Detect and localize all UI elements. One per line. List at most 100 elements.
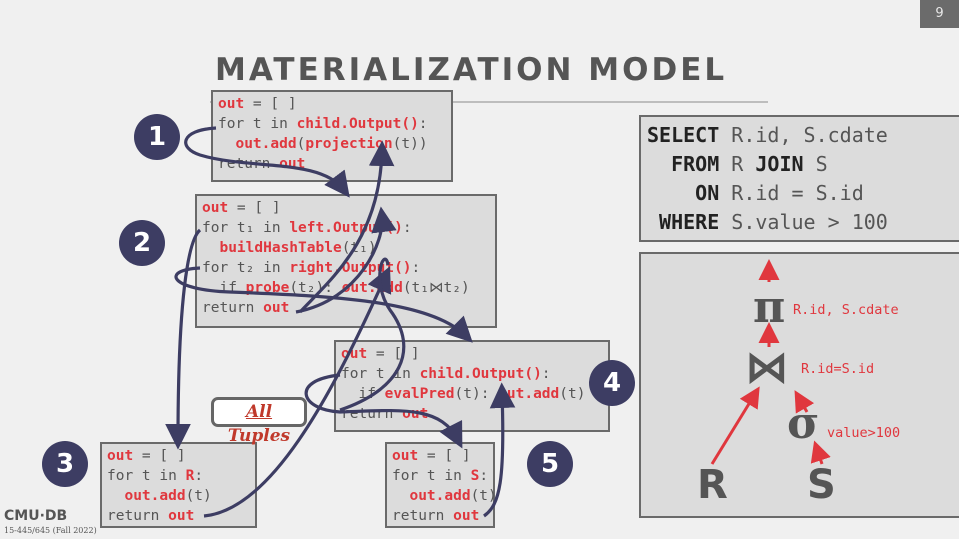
- code-text: (t): [185, 488, 212, 504]
- projection-symbol: π: [753, 282, 786, 333]
- query-plan-tree: π R.id, S.cdate ⋈ R.id=S.id σ value>100 …: [639, 252, 959, 518]
- arrow-2-to-4: [174, 266, 473, 343]
- arrow-2-return: [295, 206, 397, 314]
- code-keyword: S: [470, 468, 480, 484]
- code-text: = [ ]: [244, 96, 297, 112]
- code-text: (: [296, 136, 306, 152]
- scan-r-operator-code: out = [ ] for t in R: out.add(t) return ou…: [100, 442, 257, 528]
- title-divider: [210, 101, 768, 103]
- arrow-2-to-3: [165, 228, 202, 450]
- code-keyword: out: [392, 448, 419, 464]
- code-text: = [ ]: [418, 448, 471, 464]
- sql-line: FROM R JOIN S: [647, 150, 959, 179]
- table-s: S: [807, 462, 836, 508]
- code-text: for t₂ in: [202, 260, 290, 276]
- code-keyword: out.add: [124, 488, 186, 504]
- code-text: :: [479, 468, 489, 484]
- code-line: return out: [202, 298, 490, 318]
- step-badge-3: 3: [42, 441, 88, 487]
- code-keyword: child.Output(): [296, 116, 419, 132]
- code-text: for t₁ in: [202, 220, 290, 236]
- arrow-3-return: [203, 266, 392, 518]
- sql-keyword: WHERE: [659, 210, 720, 234]
- cmu-db-logo: CMU·DB: [4, 508, 68, 524]
- sql-text: R.id = S.id: [719, 181, 864, 205]
- code-text: (t₂):: [289, 280, 342, 296]
- all-tuples-callout: All Tuples: [211, 397, 307, 446]
- plan-arrow-selection-to-join: [794, 390, 815, 414]
- step-badge-1: 1: [134, 114, 180, 160]
- code-text: (t): [470, 488, 497, 504]
- code-line: for t in child.Output():: [218, 114, 446, 134]
- code-text: (t):: [454, 386, 499, 402]
- code-keyword: R: [185, 468, 195, 484]
- callout-emphasis: All: [245, 402, 273, 422]
- code-keyword: out.add: [235, 136, 297, 152]
- code-keyword: out: [263, 300, 290, 316]
- join-symbol: ⋈: [745, 342, 789, 393]
- projection-label: R.id, S.cdate: [793, 302, 899, 318]
- sql-text: S: [803, 152, 828, 176]
- code-line: out = [ ]: [392, 446, 488, 466]
- callout-text: Tuples: [227, 426, 291, 446]
- code-line: out.add(t): [392, 486, 496, 506]
- code-text: = [ ]: [367, 346, 420, 362]
- sql-keyword: ON: [695, 181, 720, 205]
- code-text: = [ ]: [228, 200, 281, 216]
- step-badge-5: 5: [527, 441, 573, 487]
- code-line: return out: [392, 506, 488, 526]
- step-badge-4: 4: [589, 360, 635, 406]
- code-keyword: out.add: [409, 488, 471, 504]
- sql-line: ON R.id = S.id: [647, 179, 959, 208]
- code-keyword: out: [107, 448, 134, 464]
- arrow-5-return: [483, 382, 516, 518]
- plan-arrow-r-to-join: [710, 386, 760, 465]
- sql-text: S.value > 100: [719, 210, 888, 234]
- selection-label: value>100: [827, 425, 901, 441]
- code-line: for t in S:: [392, 466, 488, 486]
- code-line: return out: [107, 506, 250, 526]
- code-text: :: [418, 116, 428, 132]
- sql-text: R: [719, 152, 756, 176]
- step-badge-2: 2: [119, 220, 165, 266]
- code-text: for t in: [107, 468, 186, 484]
- code-text: return: [202, 300, 264, 316]
- course-label: 15-445/645 (Fall 2022): [4, 526, 97, 535]
- code-text: = [ ]: [133, 448, 186, 464]
- code-keyword: evalPred: [384, 386, 455, 402]
- code-keyword: child.Output(): [419, 366, 542, 382]
- arrow-4-return: [339, 257, 406, 412]
- plan-arrows: [710, 259, 831, 465]
- code-line: out = [ ]: [107, 446, 250, 466]
- code-text: :: [411, 260, 421, 276]
- code-line: out = [ ]: [202, 198, 490, 218]
- code-text: (t)): [392, 136, 428, 152]
- sql-line: WHERE S.value > 100: [647, 208, 959, 237]
- arrow-1-to-2: [184, 126, 350, 198]
- sql-keyword: FROM: [671, 152, 720, 176]
- sql-line: SELECT R.id, S.cdate: [647, 121, 959, 150]
- code-text: return: [392, 508, 454, 524]
- code-text: return: [107, 508, 169, 524]
- slide-title: MATERIALIZATION MODEL: [215, 52, 728, 88]
- code-keyword: out: [202, 200, 229, 216]
- code-text: for t in: [392, 468, 471, 484]
- code-keyword: out: [453, 508, 480, 524]
- code-text: (t₁⋈t₂): [402, 280, 470, 296]
- page-number: 9: [920, 0, 959, 28]
- code-text: for t in: [218, 116, 297, 132]
- sql-text: R.id, S.cdate: [719, 123, 888, 147]
- code-keyword: out: [168, 508, 195, 524]
- selection-symbol: σ: [787, 398, 820, 449]
- code-line: out = [ ]: [218, 94, 446, 114]
- code-line: for t in child.Output():: [341, 364, 603, 384]
- selection-operator-code: out = [ ]for t in child.Output(): if eva…: [334, 340, 610, 432]
- sql-keyword: JOIN: [755, 152, 804, 176]
- code-text: :: [541, 366, 551, 382]
- arrow-2-to-1-return: [298, 140, 395, 314]
- code-text: if: [341, 386, 385, 402]
- join-label: R.id=S.id: [801, 361, 875, 377]
- code-text: (t): [559, 386, 586, 402]
- code-text: :: [194, 468, 204, 484]
